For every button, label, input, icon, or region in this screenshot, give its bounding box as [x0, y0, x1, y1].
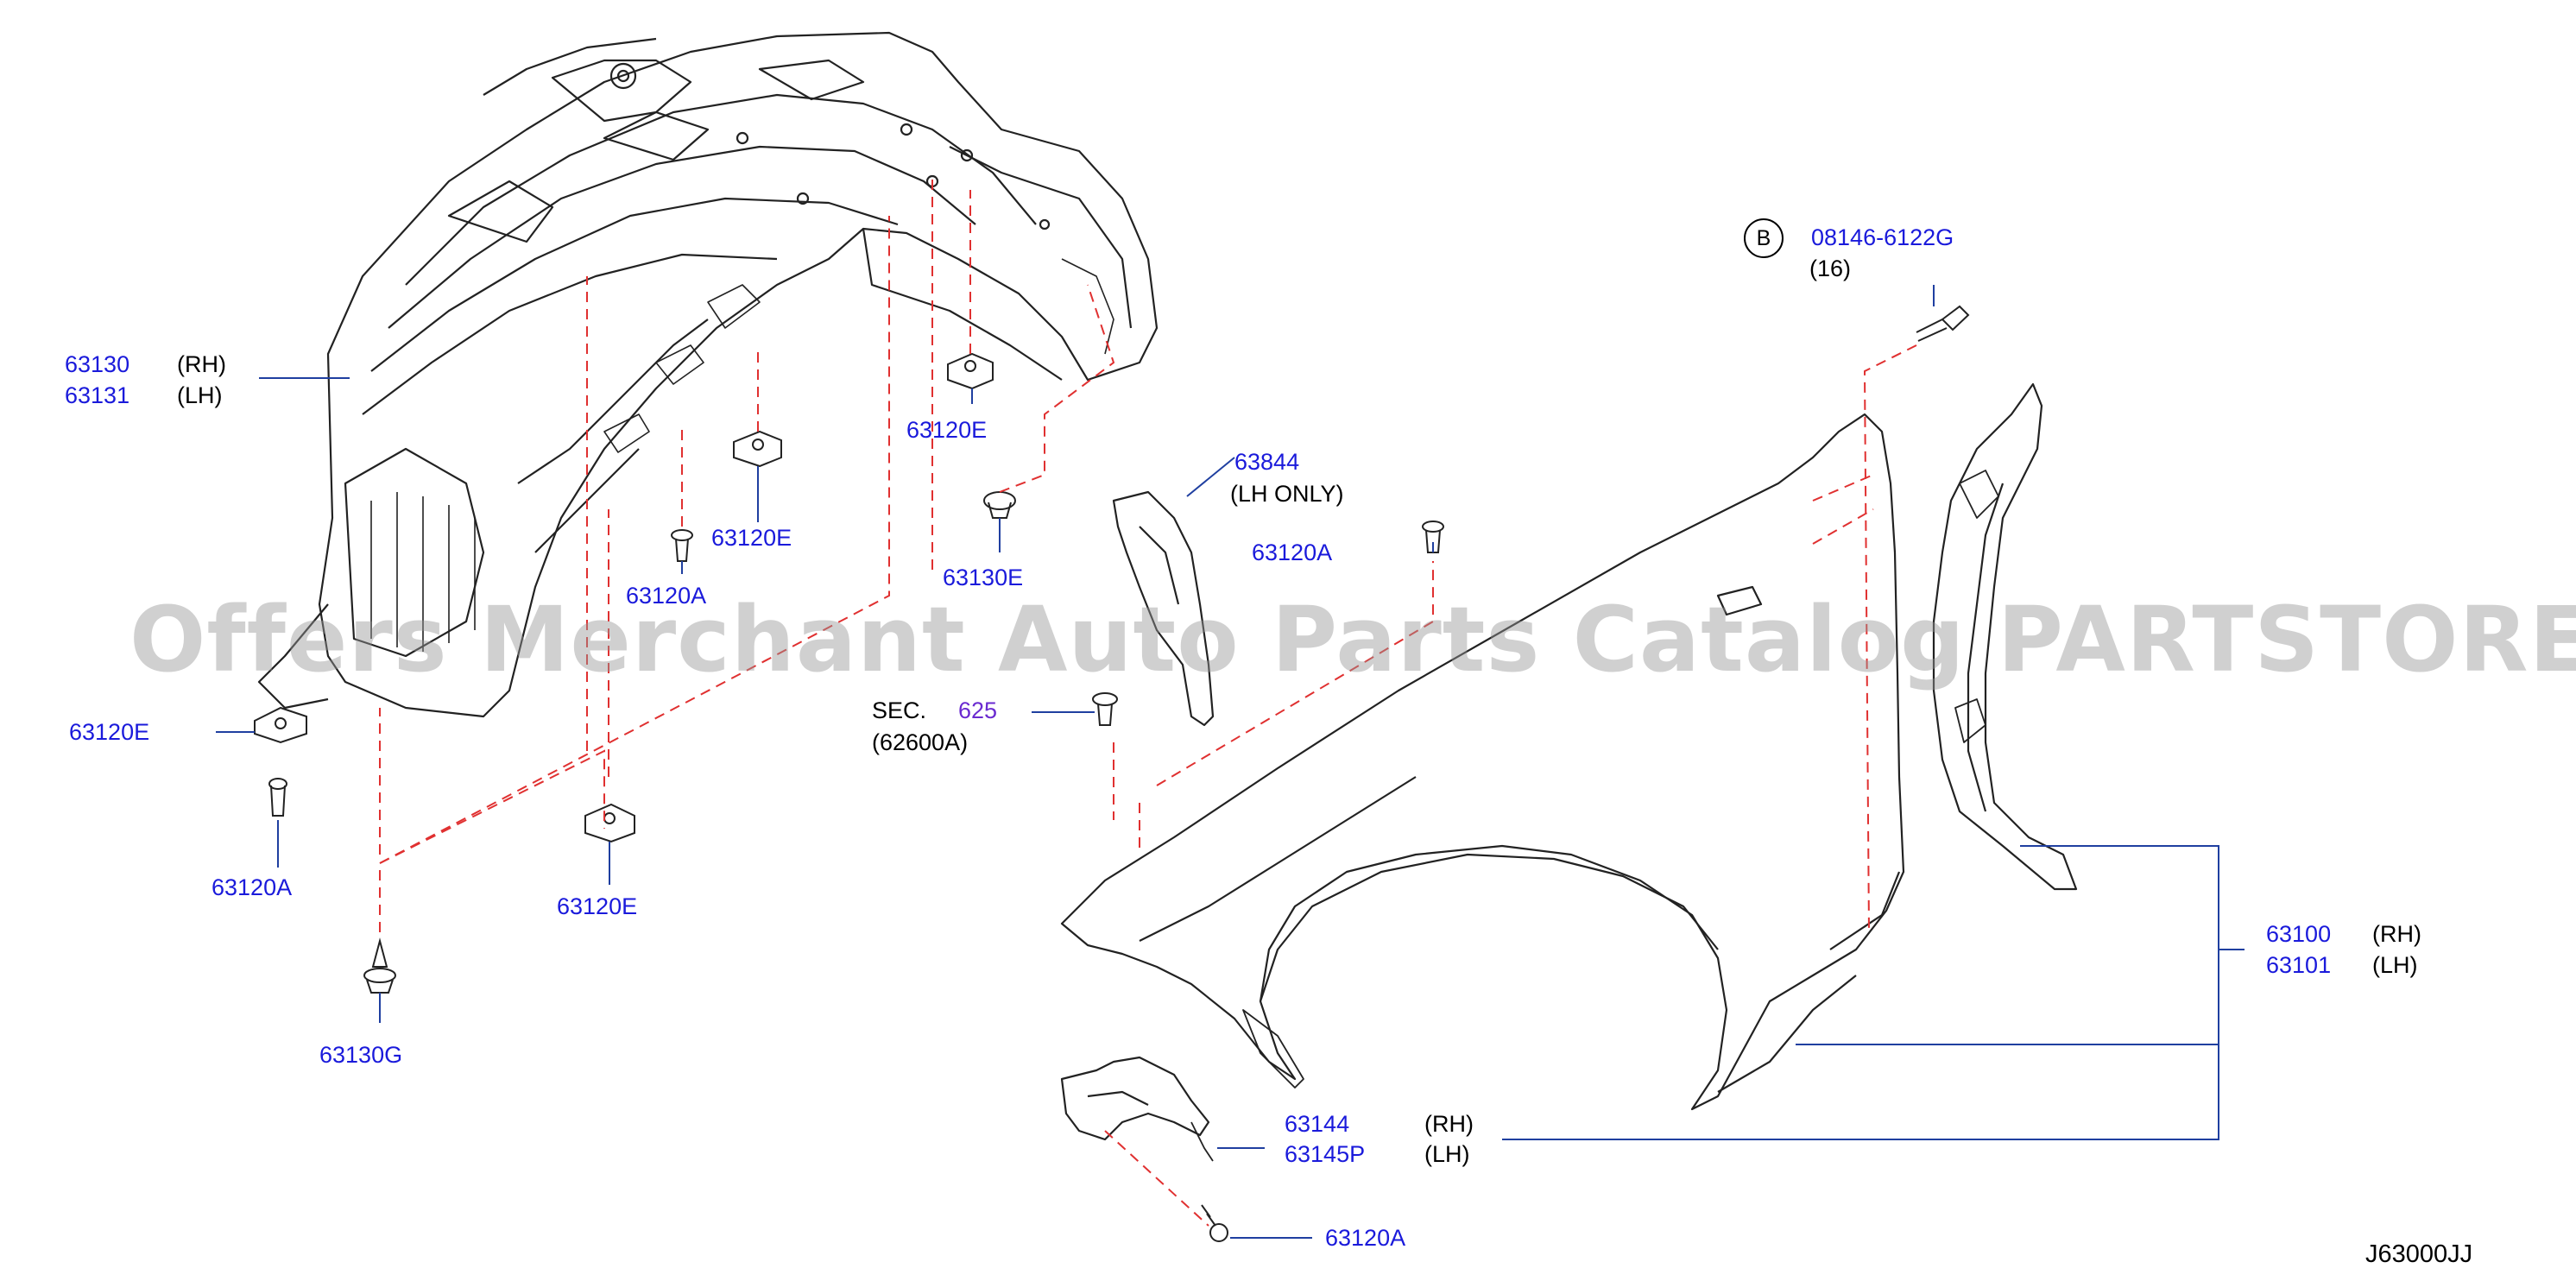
label-63130E[interactable]: 63130E [943, 565, 1024, 590]
bolt-sec-625[interactable] [1092, 692, 1118, 726]
label-63120E-1[interactable]: 63120E [69, 719, 150, 745]
solid-leaders [216, 285, 2245, 1239]
fender-side-bracket[interactable] [1932, 382, 2078, 891]
label-63120A-1[interactable]: 63120A [212, 874, 293, 900]
label-63120E-2[interactable]: 63120E [711, 525, 792, 551]
clip-63120E-2[interactable] [733, 430, 782, 468]
label-63100[interactable]: 63100 [2266, 921, 2332, 947]
bracket-63844[interactable] [1112, 490, 1215, 727]
label-63120A-3[interactable]: 63120A [1252, 540, 1333, 565]
label-63120E-3[interactable]: 63120E [906, 417, 988, 443]
bracket-63144[interactable] [1060, 1056, 1214, 1162]
label-63131[interactable]: 63131 [65, 382, 130, 408]
clip-63130G[interactable] [363, 937, 396, 994]
label-63120A-4[interactable]: 63120A [1325, 1225, 1406, 1251]
label-63844[interactable]: 63844 [1234, 449, 1300, 475]
label-63144[interactable]: 63144 [1285, 1111, 1350, 1137]
label-63120E-4[interactable]: 63120E [557, 893, 638, 919]
clip-63120E-1[interactable] [254, 706, 307, 744]
label-63120A-2[interactable]: 63120A [626, 583, 707, 609]
bolt-marker-b: B [1744, 218, 1784, 258]
label-63130-side: (RH) [177, 351, 226, 377]
clip-63130E[interactable] [983, 491, 1016, 519]
label-63145P-side: (LH) [1424, 1141, 1470, 1167]
label-sec-prefix: SEC. [872, 697, 927, 723]
label-bolt-qty: (16) [1809, 256, 1852, 281]
clip-63120E-4[interactable] [584, 803, 635, 843]
label-63844-note: (LH ONLY) [1230, 481, 1344, 507]
fender-liner[interactable] [257, 31, 1159, 718]
label-63130G[interactable]: 63130G [319, 1042, 403, 1068]
label-sec-ref: (62600A) [872, 729, 969, 755]
label-sec-625[interactable]: 625 [958, 697, 998, 723]
label-63101-side: (LH) [2372, 952, 2418, 978]
label-63100-side: (RH) [2372, 921, 2421, 947]
clip-63120E-3[interactable] [947, 352, 994, 390]
label-63130[interactable]: 63130 [65, 351, 130, 377]
diagram-code: J63000JJ [2365, 1240, 2473, 1268]
dashed-leaders [379, 173, 1917, 1227]
front-fender[interactable] [1060, 413, 1905, 1111]
screw-63120A-1[interactable] [268, 778, 287, 817]
screw-63120A-4[interactable] [1201, 1204, 1228, 1242]
label-63145P[interactable]: 63145P [1285, 1141, 1366, 1167]
label-08146-6122G[interactable]: 08146-6122G [1811, 224, 1954, 250]
bolt-08146-6122G[interactable] [1916, 305, 1970, 342]
screw-63120A-2[interactable] [671, 529, 693, 562]
label-63131-side: (LH) [177, 382, 223, 408]
label-63101[interactable]: 63101 [2266, 952, 2332, 978]
label-63144-side: (RH) [1424, 1111, 1474, 1137]
